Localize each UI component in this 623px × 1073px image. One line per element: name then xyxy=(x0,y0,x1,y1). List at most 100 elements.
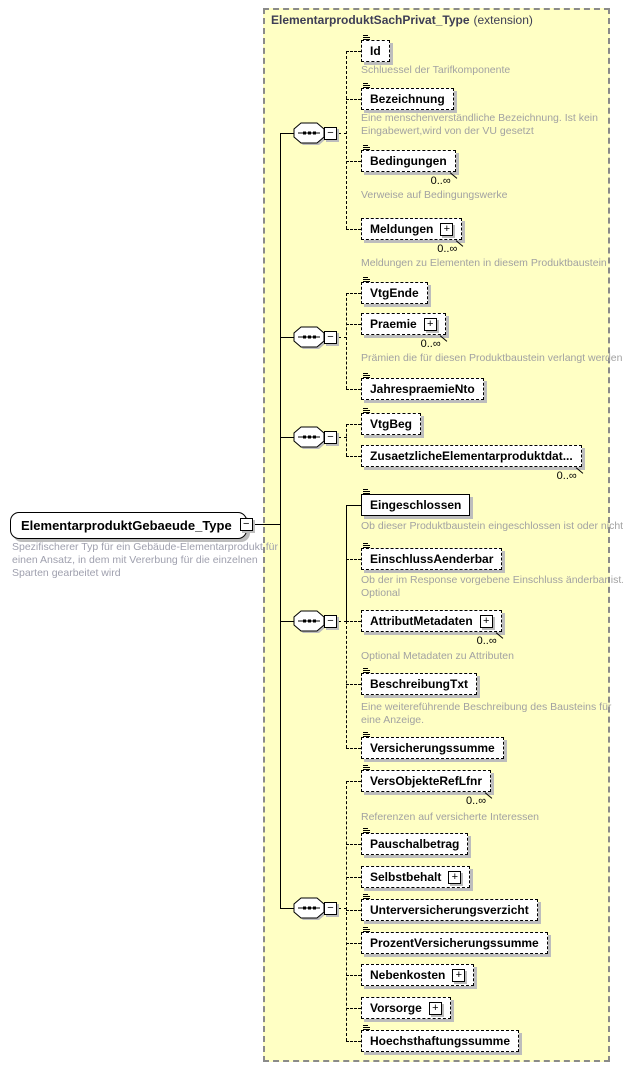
child-stub-line xyxy=(346,1041,361,1042)
collapse-icon[interactable]: − xyxy=(324,331,337,344)
simple-content-icon xyxy=(363,894,371,900)
simple-content-icon xyxy=(363,408,371,414)
annotation-text: Schluessel der Tarifkomponente xyxy=(361,64,511,76)
group-stub-line xyxy=(280,133,295,134)
annotation-text: Referenzen auf versicherte Interessen xyxy=(361,811,540,823)
element-prozentversicherungssumme[interactable]: ProzentVersicherungssumme xyxy=(361,927,548,954)
element-label: AttributMetadaten xyxy=(370,614,473,628)
element-row: ProzentVersicherungssumme xyxy=(361,927,548,954)
collapse-icon[interactable]: − xyxy=(324,902,337,915)
element-label: ZusaetzlicheElementarproduktdat... xyxy=(370,449,573,463)
element-row: Meldungen + 0..∞ xyxy=(361,218,464,255)
expand-icon[interactable]: + xyxy=(452,968,466,982)
element-label: JahrespraemieNto xyxy=(370,382,475,396)
element-eingeschlossen[interactable]: Eingeschlossen xyxy=(361,489,471,516)
simple-content-icon xyxy=(363,543,371,549)
simple-content-icon xyxy=(363,927,371,933)
annotation-text: Eine weitereführende Beschreibung des Ba… xyxy=(361,701,612,726)
annotation-text: Ob der im Response vorgebene Einschluss … xyxy=(361,574,623,599)
element-label: VtgBeg xyxy=(370,417,412,431)
element-praemie[interactable]: Praemie + 0..∞ xyxy=(361,313,447,350)
element-versicherungssumme[interactable]: Versicherungssumme xyxy=(361,732,504,759)
expand-icon[interactable]: + xyxy=(440,222,454,236)
child-stub-line xyxy=(346,456,361,457)
element-vorsorge[interactable]: Vorsorge + xyxy=(361,997,451,1019)
element-meldungen[interactable]: Meldungen + 0..∞ xyxy=(361,218,464,255)
expand-icon[interactable]: + xyxy=(479,614,493,628)
element-beschreibungtxt[interactable]: BeschreibungTxt xyxy=(361,668,478,695)
junction-line xyxy=(338,621,347,622)
element-row: Versicherungssumme xyxy=(361,732,504,759)
sequence-icon[interactable] xyxy=(293,895,327,923)
element-einschlussaenderbar[interactable]: EinschlussAenderbar xyxy=(361,543,503,570)
element-jahrespraemiento[interactable]: JahrespraemieNto xyxy=(361,373,484,400)
occurrence-label: 0..∞ xyxy=(556,470,577,482)
expand-icon[interactable]: + xyxy=(423,317,437,331)
simple-content-icon xyxy=(363,732,371,738)
junction-line xyxy=(338,908,347,909)
element-versobjekterefl fnr[interactable]: VersObjekteRefLfnr 0..∞ xyxy=(361,765,493,807)
element-row: Praemie + 0..∞ xyxy=(361,313,447,350)
element-pauschalbetrag[interactable]: Pauschalbetrag xyxy=(361,828,469,855)
collapse-icon[interactable]: − xyxy=(239,518,253,531)
element-id[interactable]: Id xyxy=(361,35,390,62)
element-label: Bedingungen xyxy=(370,154,447,168)
child-stub-line xyxy=(346,559,361,560)
element-row: VtgBeg xyxy=(361,408,421,435)
annotation-text: Prämien die für diesen Produktbaustein v… xyxy=(361,352,623,364)
simple-content-icon xyxy=(363,489,371,495)
element-row: BeschreibungTxt xyxy=(361,668,478,695)
occurrence-label: 0..∞ xyxy=(420,338,441,350)
element-label: Hoechsthaftungssumme xyxy=(370,1034,511,1048)
element-nebenkosten[interactable]: Nebenkosten + xyxy=(361,964,475,986)
child-stub-line xyxy=(346,293,361,294)
sequence-icon[interactable] xyxy=(293,424,327,452)
element-row: Bezeichnung xyxy=(361,83,454,110)
element-zusaetzlicheelementarproduktdaten[interactable]: ZusaetzlicheElementarproduktdat... 0..∞ xyxy=(361,445,583,482)
element-hoechsthaftungssumme[interactable]: Hoechsthaftungssumme xyxy=(361,1025,520,1052)
root-element-label: ElementarproduktGebaeude_Type xyxy=(21,518,232,533)
collapse-icon[interactable]: − xyxy=(324,615,337,628)
element-elementarproduktgebaeude-type[interactable]: ElementarproduktGebaeude_Type − xyxy=(10,512,253,539)
occurrence-label: 0..∞ xyxy=(465,795,487,807)
child-stub-line xyxy=(346,943,361,944)
element-vtgende[interactable]: VtgEnde xyxy=(361,277,428,304)
expand-icon[interactable]: + xyxy=(428,1001,442,1015)
annotation-text: Eine menschenverständliche Bezeichnung. … xyxy=(361,112,598,137)
element-vtgbeg[interactable]: VtgBeg xyxy=(361,408,421,435)
element-selbstbehalt[interactable]: Selbstbehalt + xyxy=(361,866,471,888)
junction-line xyxy=(338,437,347,438)
element-row: Id xyxy=(361,35,390,62)
child-branch-line xyxy=(346,424,347,456)
element-unterversicherungsverzicht[interactable]: Unterversicherungsverzicht xyxy=(361,894,538,921)
expand-icon[interactable]: + xyxy=(448,870,462,884)
child-stub-line xyxy=(346,229,361,230)
element-label: EinschlussAenderbar xyxy=(370,552,494,566)
group-stub-line xyxy=(280,337,295,338)
element-bedingungen[interactable]: Bedingungen 0..∞ xyxy=(361,145,457,187)
junction-line xyxy=(338,337,347,338)
child-stub-line xyxy=(346,161,361,162)
group-stub-line xyxy=(280,908,295,909)
sequence-icon[interactable] xyxy=(293,608,327,636)
element-bezeichnung[interactable]: Bezeichnung xyxy=(361,83,454,110)
child-branch-line xyxy=(346,505,347,621)
child-stub-line xyxy=(346,99,361,100)
element-attributmetadaten[interactable]: AttributMetadaten + 0..∞ xyxy=(361,610,503,647)
element-label: Selbstbehalt xyxy=(370,870,442,884)
collapse-icon[interactable]: − xyxy=(324,431,337,444)
element-row: Unterversicherungsverzicht xyxy=(361,894,538,921)
simple-content-icon xyxy=(363,373,371,379)
sequence-icon[interactable] xyxy=(293,120,327,148)
sequence-icon[interactable] xyxy=(293,324,327,352)
collapse-icon[interactable]: − xyxy=(324,127,337,140)
extension-type-title: ElementarproduktSachPrivat_Type(extensio… xyxy=(271,13,533,27)
annotation-text: Meldungen zu Elementen in diesem Produkt… xyxy=(361,257,607,269)
annotation-text: Optional Metadaten zu Attributen xyxy=(361,650,514,662)
element-row: Nebenkosten + xyxy=(361,964,475,986)
occurrence-label: 0..∞ xyxy=(476,635,497,647)
junction-line xyxy=(338,133,347,134)
element-label: Unterversicherungsverzicht xyxy=(370,903,529,917)
element-row: Bedingungen 0..∞ xyxy=(361,145,457,187)
element-label: Bezeichnung xyxy=(370,92,445,106)
